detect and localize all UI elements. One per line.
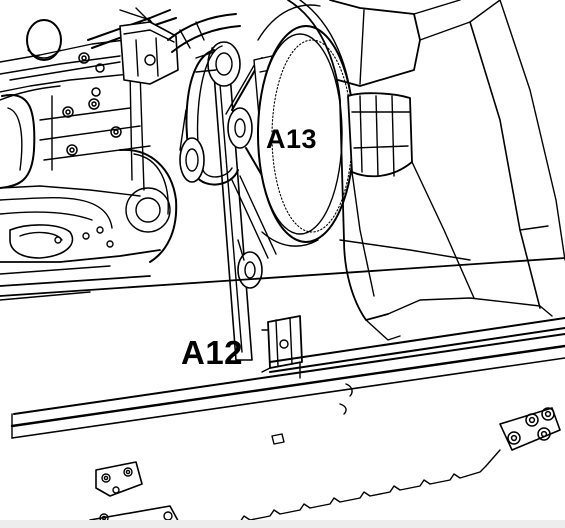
- frame-rail: [0, 257, 565, 445]
- engine-block: [0, 7, 241, 301]
- callout-a13: A13: [266, 124, 318, 154]
- support-bracket: [261, 315, 303, 373]
- bottom-strip: [0, 520, 565, 528]
- housing-shroud: [287, 0, 565, 341]
- large-pulley: [257, 4, 355, 247]
- lower-mounting-plates: [89, 407, 561, 528]
- callout-a12: A12: [181, 334, 244, 371]
